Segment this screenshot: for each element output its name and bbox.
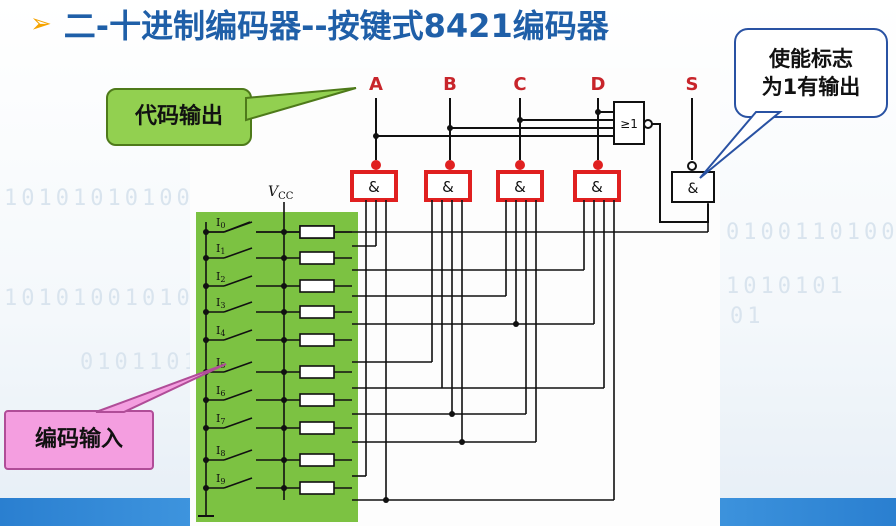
switch-row: I9 bbox=[203, 472, 352, 495]
and-gate-s bbox=[671, 171, 715, 203]
pointer-code-output bbox=[245, 87, 357, 122]
slide-title: ➢ 二-十进制编码器--按键式8421编码器 bbox=[30, 4, 609, 45]
callout-code-output: 代码输出 bbox=[106, 88, 252, 146]
switch-row: I8 bbox=[203, 444, 352, 467]
output-label-c: C bbox=[513, 74, 526, 95]
input-label: I1 bbox=[216, 242, 225, 256]
slide-title-text: 二-十进制编码器--按键式8421编码器 bbox=[63, 7, 609, 45]
bg-digits-6: 01 bbox=[730, 304, 765, 329]
input-label: I8 bbox=[216, 444, 225, 458]
and-gate-a-symbol: & bbox=[368, 178, 380, 196]
callout-enable-line2: 为1有输出 bbox=[761, 75, 861, 99]
bg-digits-3: 1010100101001 bbox=[4, 286, 229, 311]
switch-row: I4 bbox=[203, 324, 352, 347]
input-label: I3 bbox=[216, 296, 225, 310]
output-label-d: D bbox=[591, 74, 606, 95]
switch-row: I2 bbox=[203, 270, 352, 293]
bg-digits-1: 10101010100 bbox=[4, 186, 194, 211]
and-gate-d-symbol: & bbox=[591, 178, 603, 196]
callout-enable-flag: 使能标志 为1有输出 bbox=[734, 28, 888, 118]
bg-digits-4: 1010101 bbox=[726, 274, 847, 299]
pointer-code-input bbox=[95, 363, 227, 413]
and-gate-d bbox=[573, 170, 621, 202]
vcc-label: VCC bbox=[268, 184, 294, 202]
bullet-arrow-icon: ➢ bbox=[30, 9, 52, 39]
output-label-a: A bbox=[369, 74, 383, 95]
and-gate-b bbox=[424, 170, 472, 202]
switch-row: I0 bbox=[203, 216, 352, 239]
callout-code-input-text: 编码输入 bbox=[34, 427, 123, 452]
callout-enable-line1: 使能标志 bbox=[769, 47, 853, 71]
switch-row: I7 bbox=[203, 412, 352, 435]
switch-row: I6 bbox=[203, 384, 352, 407]
switch-row: I1 bbox=[203, 242, 352, 265]
input-label: I4 bbox=[216, 324, 225, 338]
and-gate-c-symbol: & bbox=[514, 178, 526, 196]
callout-code-input: 编码输入 bbox=[4, 410, 154, 470]
and-gate-c bbox=[496, 170, 544, 202]
and-gate-s-symbol: & bbox=[688, 181, 699, 197]
and-gate-b-symbol: & bbox=[442, 178, 454, 196]
input-label: I9 bbox=[216, 472, 225, 486]
or-gate-symbol: ≥1 bbox=[620, 117, 638, 131]
output-label-s: S bbox=[686, 74, 699, 95]
input-label: I6 bbox=[216, 384, 225, 398]
input-label: I2 bbox=[216, 270, 225, 284]
bg-digits-2: 0100110100 bbox=[726, 220, 896, 245]
and-gate-a bbox=[350, 170, 398, 202]
callout-code-output-text: 代码输出 bbox=[134, 104, 223, 129]
output-label-b: B bbox=[443, 74, 457, 95]
input-label: I0 bbox=[216, 216, 225, 230]
switch-row: I3 bbox=[203, 296, 352, 319]
pointer-enable-flag bbox=[699, 111, 783, 179]
input-label: I7 bbox=[216, 412, 225, 426]
